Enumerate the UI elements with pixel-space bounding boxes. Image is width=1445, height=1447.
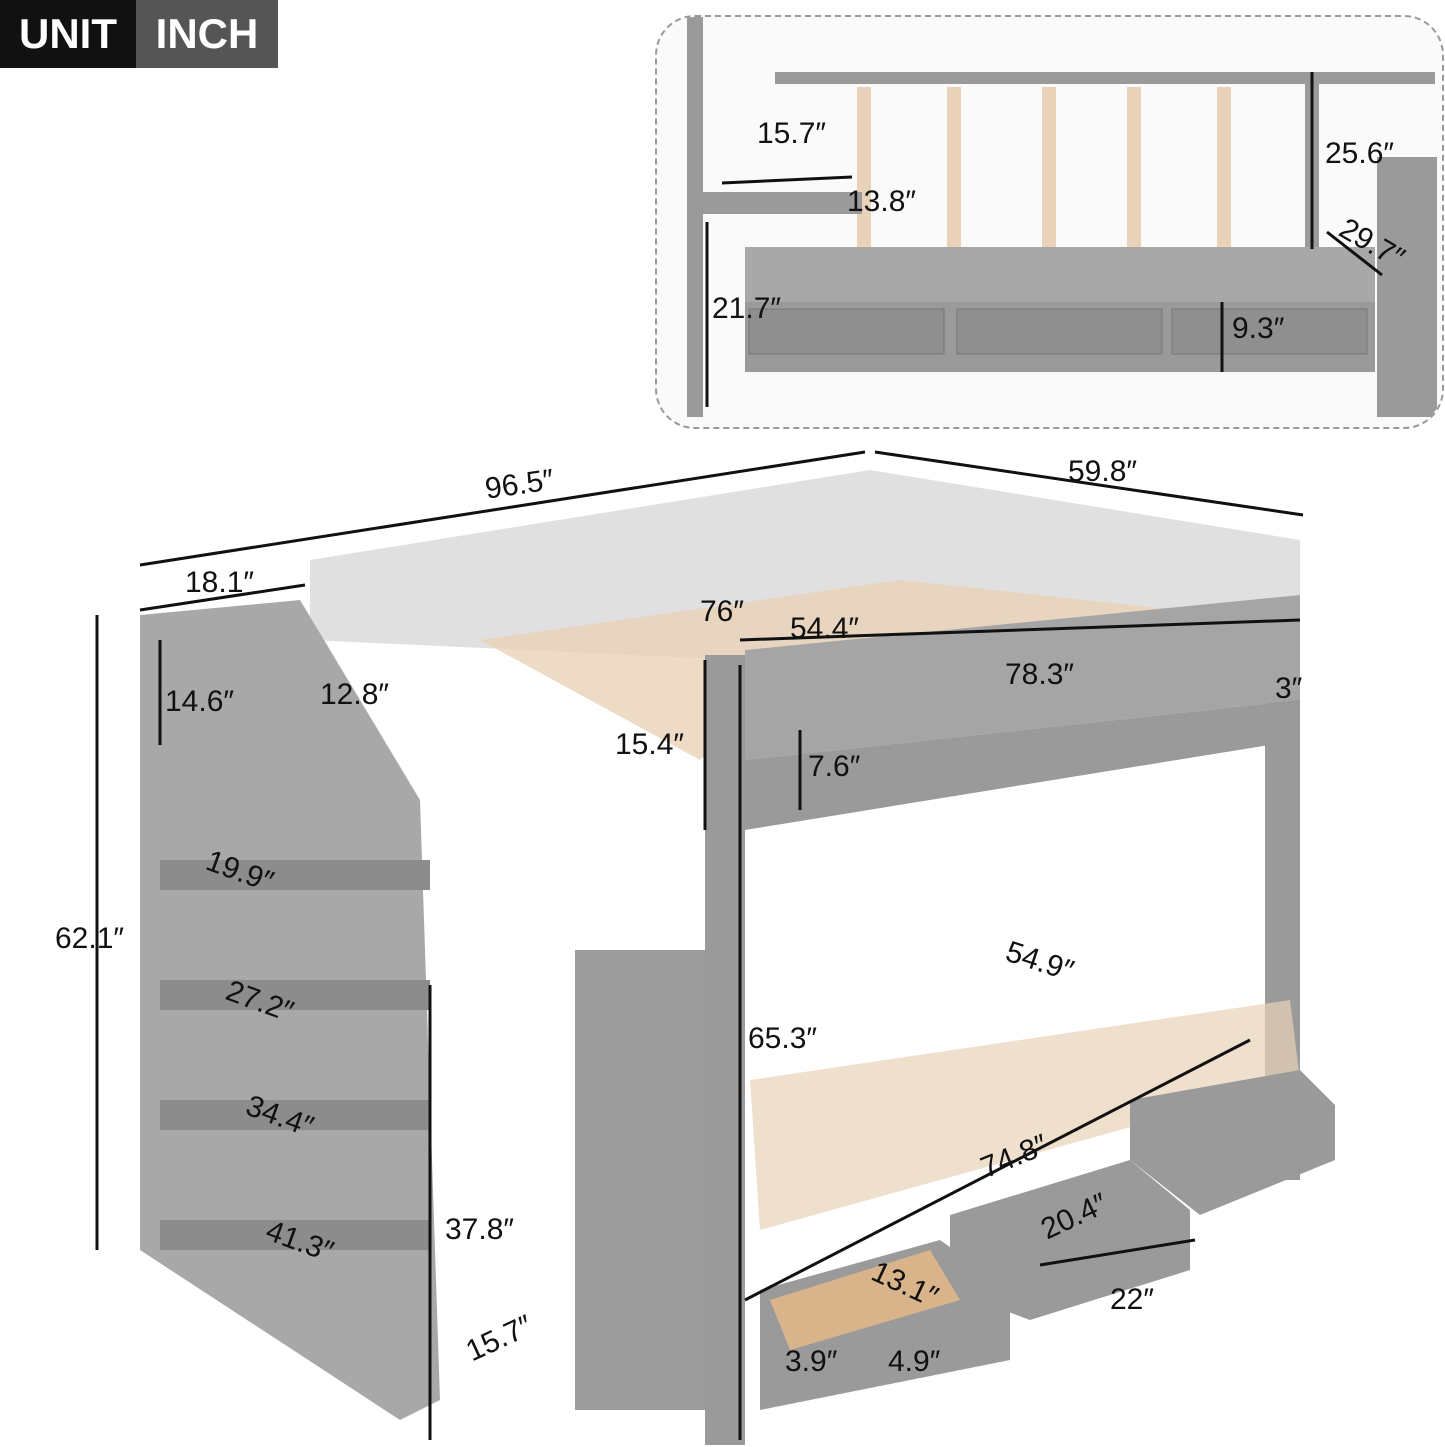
lower-bed-inset: 15.7″ 13.8″ 25.6″ 29.7″ 21.7″ 9.3″ bbox=[655, 15, 1444, 429]
slat-length-label: 76″ bbox=[700, 595, 744, 628]
side-rail-height-label: 7.6″ bbox=[808, 750, 861, 783]
overall-width-label: 59.8″ bbox=[1068, 455, 1138, 488]
desk-width-label: 15.7″ bbox=[757, 117, 827, 150]
stair-depth-label: 18.1″ bbox=[185, 566, 255, 599]
mattress-length-label: 78.3″ bbox=[1005, 658, 1075, 691]
headboard-height-label: 25.6″ bbox=[1325, 137, 1395, 170]
unit-badge: UNIT INCH bbox=[0, 0, 278, 68]
drawer-height-label: 9.3″ bbox=[1232, 312, 1285, 345]
desk-depth-label: 13.8″ bbox=[847, 185, 917, 218]
drawer-inner-height-label: 3.9″ bbox=[785, 1345, 838, 1378]
inset-illustration bbox=[687, 17, 1437, 417]
stair-rail-height-label: 14.6″ bbox=[165, 685, 235, 718]
rail-gap-label: 3″ bbox=[1275, 672, 1303, 705]
drawer-front-height-label: 4.9″ bbox=[888, 1345, 941, 1378]
drawer-width-label: 22″ bbox=[1110, 1283, 1154, 1316]
guardrail-height-label: 15.4″ bbox=[615, 728, 685, 761]
inner-width-label: 54.4″ bbox=[790, 612, 860, 645]
desk-height-label: 21.7″ bbox=[712, 292, 782, 325]
overall-height-label: 62.1″ bbox=[55, 922, 125, 955]
top-step-depth-label: 12.8″ bbox=[320, 678, 390, 711]
unit-label: UNIT bbox=[0, 0, 136, 68]
unit-value: INCH bbox=[136, 0, 278, 68]
stair-lower-height-label: 37.8″ bbox=[445, 1213, 515, 1246]
lower-clearance-label: 65.3″ bbox=[748, 1022, 818, 1055]
